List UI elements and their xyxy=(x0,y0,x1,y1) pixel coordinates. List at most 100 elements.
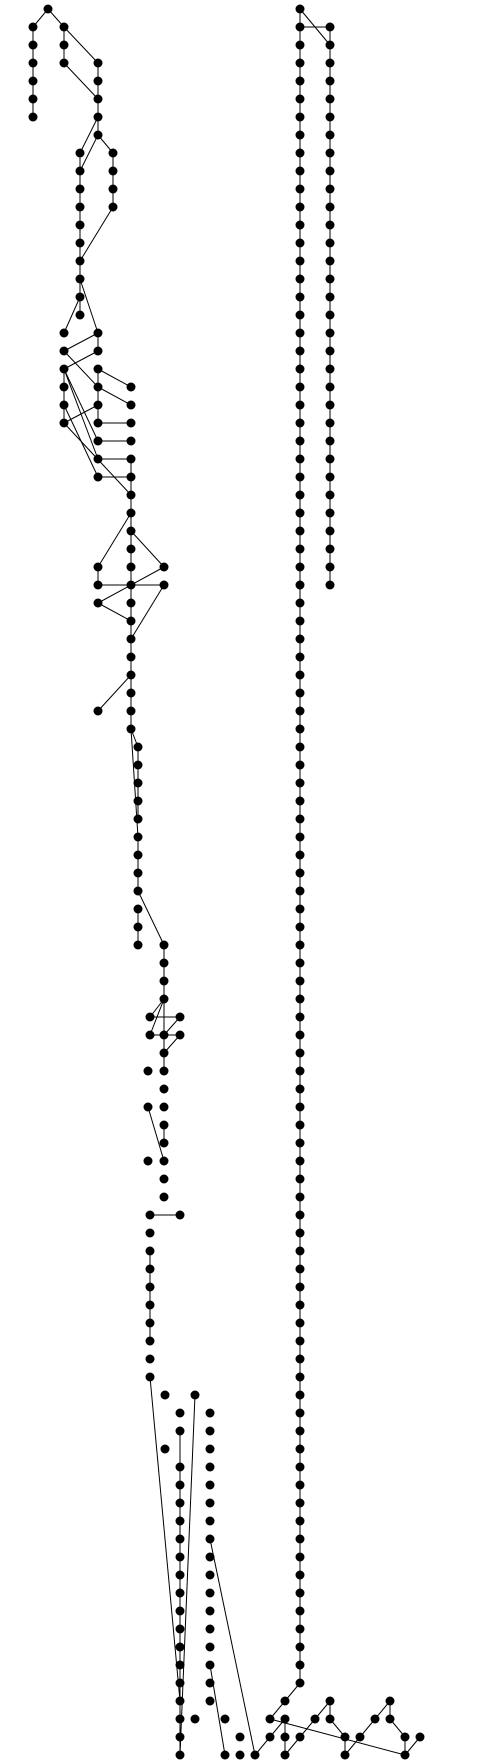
tree-node xyxy=(325,544,335,554)
tree-node xyxy=(175,1462,185,1472)
tree-node xyxy=(145,1354,155,1364)
tree-node xyxy=(385,1696,395,1706)
tree-node xyxy=(93,418,103,428)
tree-node xyxy=(325,76,335,86)
tree-node xyxy=(159,1192,169,1202)
tree-node xyxy=(126,544,136,554)
tree-node xyxy=(295,1336,305,1346)
tree-node xyxy=(205,1570,215,1580)
tree-node xyxy=(295,1174,305,1184)
tree-node xyxy=(28,58,38,68)
tree-node xyxy=(175,1516,185,1526)
tree-node xyxy=(75,166,85,176)
tree-node xyxy=(295,1120,305,1130)
tree-node xyxy=(159,1174,169,1184)
tree-edge xyxy=(63,62,99,100)
tree-node xyxy=(190,1390,200,1400)
tree-node xyxy=(325,184,335,194)
tree-node xyxy=(295,1102,305,1112)
tree-node xyxy=(295,1660,305,1670)
tree-edge xyxy=(209,1664,226,1756)
tree-node xyxy=(205,1426,215,1436)
tree-node xyxy=(133,832,143,842)
tree-node xyxy=(295,1552,305,1562)
tree-node xyxy=(93,328,103,338)
tree-node xyxy=(108,166,118,176)
tree-node xyxy=(325,346,335,356)
tree-node xyxy=(325,526,335,536)
tree-node xyxy=(325,382,335,392)
tree-node xyxy=(126,382,136,392)
tree-node xyxy=(325,22,335,32)
tree-node xyxy=(295,850,305,860)
tree-edge xyxy=(79,116,99,154)
tree-node xyxy=(59,400,69,410)
tree-node xyxy=(235,1750,245,1760)
tree-node xyxy=(325,580,335,590)
tree-node xyxy=(93,94,103,104)
tree-node xyxy=(28,76,38,86)
tree-node xyxy=(75,220,85,230)
tree-node xyxy=(126,580,136,590)
tree-node xyxy=(280,1714,290,1724)
tree-node xyxy=(415,1732,425,1742)
tree-node xyxy=(295,1678,305,1688)
tree-node xyxy=(145,1300,155,1310)
tree-node xyxy=(133,760,143,770)
tree-node xyxy=(295,1462,305,1472)
tree-node xyxy=(325,130,335,140)
tree-node xyxy=(295,310,305,320)
tree-node xyxy=(175,1480,185,1490)
tree-node xyxy=(93,400,103,410)
tree-node xyxy=(295,436,305,446)
tree-node xyxy=(295,4,305,14)
tree-edge xyxy=(79,134,99,172)
tree-node xyxy=(295,940,305,950)
tree-node xyxy=(133,904,143,914)
tree-node xyxy=(325,364,335,374)
tree-node xyxy=(159,1138,169,1148)
tree-node xyxy=(295,238,305,248)
tree-node xyxy=(205,1606,215,1616)
tree-node xyxy=(295,418,305,428)
tree-edge xyxy=(130,530,165,568)
tree-node xyxy=(175,1408,185,1418)
tree-node xyxy=(310,1714,320,1724)
tree-node xyxy=(75,202,85,212)
tree-node xyxy=(160,1390,170,1400)
tree-node xyxy=(265,1714,275,1724)
tree-node xyxy=(295,724,305,734)
tree-node xyxy=(126,616,136,626)
tree-node xyxy=(205,1696,215,1706)
tree-edge xyxy=(63,350,99,388)
tree-node xyxy=(400,1750,410,1760)
tree-node xyxy=(205,1408,215,1418)
tree-node xyxy=(160,1444,170,1454)
tree-node xyxy=(295,202,305,212)
tree-node xyxy=(93,130,103,140)
tree-node xyxy=(295,796,305,806)
tree-node xyxy=(325,418,335,428)
tree-node xyxy=(93,76,103,86)
tree-node xyxy=(295,1300,305,1310)
tree-node xyxy=(295,1642,305,1652)
tree-node xyxy=(295,526,305,536)
tree-node xyxy=(126,454,136,464)
tree-node xyxy=(295,832,305,842)
tree-node xyxy=(295,1210,305,1220)
tree-node xyxy=(295,958,305,968)
tree-node xyxy=(325,472,335,482)
tree-node xyxy=(159,994,169,1004)
tree-node xyxy=(295,148,305,158)
tree-node xyxy=(175,1606,185,1616)
tree-node xyxy=(43,4,53,14)
tree-node xyxy=(295,976,305,986)
tree-node xyxy=(295,1156,305,1166)
tree-node xyxy=(75,148,85,158)
tree-node xyxy=(250,1750,260,1760)
tree-node xyxy=(126,472,136,482)
tree-node xyxy=(295,562,305,572)
tree-node xyxy=(325,58,335,68)
tree-node xyxy=(295,544,305,554)
tree-node xyxy=(59,328,69,338)
